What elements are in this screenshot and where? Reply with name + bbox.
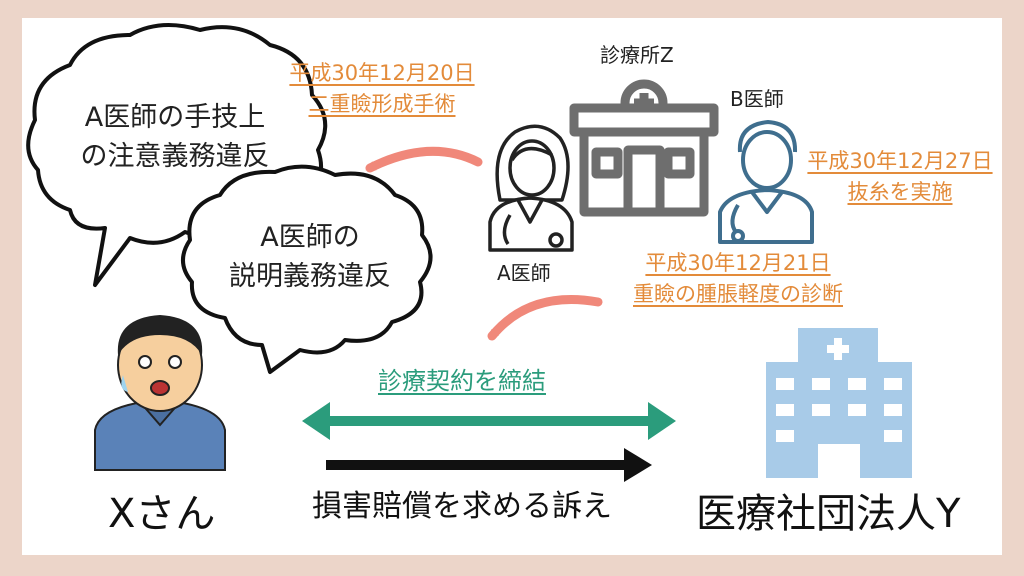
doctor-a-label: A医師: [497, 261, 551, 285]
bubble-notice-line1: A医師の手技上: [84, 102, 266, 133]
note-diagnosis-desc: 重瞼の腫脹軽度の診断: [633, 282, 843, 307]
bubble-notice-line2: の注意義務違反: [80, 141, 270, 173]
patient-label: Xさん: [108, 491, 216, 537]
doctor-b-label: B医師: [730, 87, 784, 111]
clinic-building-icon: [569, 79, 719, 217]
note-suture-desc: 抜糸を実施: [847, 180, 953, 205]
hospital-building-icon: [766, 328, 912, 478]
clinic-label: 診療所Z: [600, 43, 674, 67]
note-suture-date: 平成30年12月27日: [807, 149, 993, 173]
note-diagnosis: 平成30年12月21日 重瞼の腫脹軽度の診断: [608, 251, 868, 307]
note-surgery-desc: 二重瞼形成手術: [308, 92, 456, 117]
lawsuit-arrow: [326, 448, 652, 482]
bubble-notice-duty-text: A医師の手技上 の注意義務違反: [55, 98, 295, 176]
note-suture: 平成30年12月27日 抜糸を実施: [800, 149, 1000, 205]
corporation-label: 医療社団法人Y: [696, 491, 961, 537]
bubble-explanation-line2: 説明義務違反: [229, 261, 391, 293]
female-doctor-icon: [488, 124, 574, 252]
male-doctor-icon: [718, 120, 814, 244]
bubble-explanation-line1: A医師の: [260, 222, 360, 253]
bubble-explanation-duty-text: A医師の 説明義務違反: [205, 218, 415, 296]
curved-arrow-lower: [487, 295, 603, 341]
lawsuit-label: 損害賠償を求める訴え: [312, 489, 612, 524]
note-diagnosis-date: 平成30年12月21日: [645, 251, 831, 275]
note-surgery: 平成30年12月20日 二重瞼形成手術: [282, 61, 482, 117]
curved-arrow-upper: [365, 146, 483, 173]
contract-double-arrow: [302, 402, 676, 440]
note-surgery-date: 平成30年12月20日: [289, 61, 475, 85]
speech-bubble-explanation-duty: [181, 164, 433, 374]
contract-label: 診療契約を締結: [378, 367, 546, 395]
patient-man-icon: [94, 315, 226, 471]
